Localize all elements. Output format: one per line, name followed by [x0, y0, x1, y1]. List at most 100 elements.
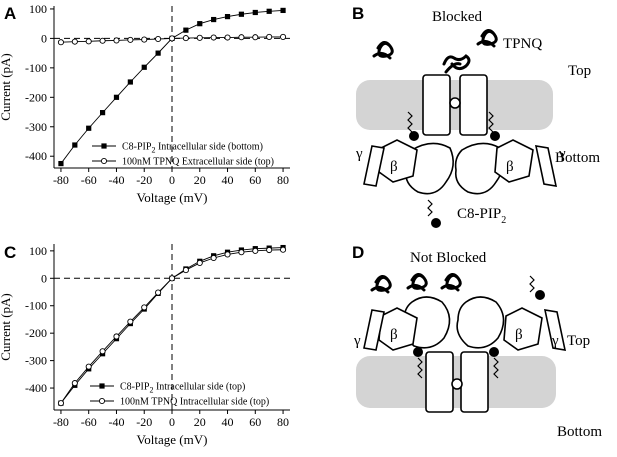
legend-label: C8-PIP2 Intracellular side (top): [120, 382, 245, 395]
data-point-square: [113, 94, 120, 100]
data-point-square: [141, 64, 147, 70]
y-axis-label: Current (pA): [0, 53, 13, 121]
data-point-circle: [224, 34, 231, 41]
pip2-head-icon: [490, 131, 500, 141]
data-point-circle: [280, 33, 287, 40]
data-point-circle: [99, 37, 106, 44]
legend-marker-circle: [98, 397, 106, 405]
g-beta-gamma-left: [363, 139, 418, 187]
panel-letter-b: B: [352, 4, 364, 23]
y-tick-label: -200: [25, 90, 47, 104]
tpnq-toxin-icon: [476, 29, 498, 48]
pip2-lipid-icon: [417, 275, 535, 379]
y-tick-label: -200: [25, 326, 47, 340]
tpnq-toxin-icon: [406, 273, 428, 292]
data-point-square: [86, 125, 92, 131]
x-tick-label: 40: [222, 173, 234, 187]
legend-label: 100nM TPNQ Intracellular side (top): [120, 397, 269, 408]
top-label-d: Top: [567, 333, 590, 349]
data-point-square: [211, 16, 217, 23]
data-point-square: [252, 9, 258, 16]
data-point-circle: [252, 34, 259, 41]
data-point-circle: [71, 380, 78, 387]
x-tick-label: -40: [108, 173, 124, 187]
panel-letter-d: D: [352, 243, 364, 262]
channel-pore-b: [422, 74, 488, 136]
data-point-square: [58, 160, 64, 167]
x-tick-label: -80: [53, 415, 69, 429]
y-tick-label: -100: [25, 299, 47, 313]
data-point-square: [238, 11, 245, 17]
y-tick-label: -400: [25, 381, 47, 395]
data-point-circle: [280, 246, 287, 253]
channel-pore-d: [425, 351, 489, 413]
beta-label-d-left: β: [390, 327, 398, 343]
cytoplasmic-domains-b: [404, 142, 504, 195]
diagram-blocked: B Blocked TPNQ Top Bottom: [352, 4, 600, 228]
beta-label-b-left: β: [390, 159, 398, 175]
panel-letter-c: C: [4, 243, 16, 262]
y-tick-label: -100: [25, 61, 47, 75]
data-point-square: [266, 8, 272, 14]
x-tick-label: -40: [108, 415, 124, 429]
x-tick-label: 60: [249, 415, 261, 429]
y-tick-label: 0: [41, 271, 47, 285]
data-point-circle: [168, 35, 176, 42]
data-point-circle: [182, 35, 189, 42]
data-point-circle: [113, 333, 120, 340]
x-tick-label: 20: [194, 415, 206, 429]
x-tick-label: 20: [194, 173, 206, 187]
data-point-circle: [210, 34, 217, 41]
data-point-circle: [196, 259, 203, 266]
data-point-circle: [238, 34, 245, 41]
y-tick-label: -300: [25, 354, 47, 368]
pip2-head-icon: [535, 290, 545, 300]
bottom-label-d: Bottom: [557, 424, 602, 440]
x-tick-label: -20: [136, 173, 152, 187]
legend-label: C8-PIP2 Intracellular side (bottom): [122, 142, 263, 155]
bottom-label-b: Bottom: [555, 150, 600, 166]
data-point-circle: [71, 38, 78, 45]
legend-marker-circle: [100, 157, 108, 165]
x-tick-label: 80: [277, 415, 289, 429]
x-tick-label: -20: [136, 415, 152, 429]
g-beta-gamma-left-d: [363, 307, 418, 351]
g-beta-gamma-right-d: [503, 307, 567, 351]
data-point-square: [183, 27, 189, 33]
data-point-square: [224, 14, 231, 20]
data-point-circle: [210, 254, 217, 262]
data-point-circle: [224, 251, 231, 258]
y-tick-label: 0: [41, 31, 47, 45]
data-point-circle: [127, 36, 134, 43]
data-point-circle: [99, 348, 106, 355]
beta-label-d-right: β: [515, 327, 523, 343]
x-axis-label: Voltage (mV): [137, 190, 208, 205]
data-point-circle: [141, 304, 148, 311]
data-point-circle: [127, 318, 134, 325]
cytoplasmic-domains-d: [402, 296, 505, 349]
pip2-head-icon: [413, 347, 423, 357]
not-blocked-title: Not Blocked: [410, 250, 487, 266]
tpnq-toxin-icon: [370, 275, 392, 294]
pip2-lipid-icon: [407, 111, 494, 217]
data-point-square: [127, 79, 133, 85]
legend-label: 100nM TPNQ Extracellular side (top): [122, 157, 274, 168]
blocked-title: Blocked: [432, 9, 482, 25]
data-point-circle: [155, 35, 162, 43]
data-point-circle: [266, 33, 273, 40]
data-point-circle: [168, 275, 176, 282]
data-point-square: [72, 142, 78, 148]
y-tick-label: -400: [25, 149, 47, 163]
data-point-square: [155, 50, 161, 56]
tpnq-toxin-icon: [440, 273, 462, 292]
y-tick-label: 100: [29, 244, 47, 258]
data-point-circle: [85, 363, 92, 370]
data-point-circle: [85, 38, 92, 45]
top-label-b: Top: [568, 63, 591, 79]
data-point-circle: [196, 34, 203, 41]
x-tick-label: -60: [81, 415, 97, 429]
x-tick-label: 80: [277, 173, 289, 187]
